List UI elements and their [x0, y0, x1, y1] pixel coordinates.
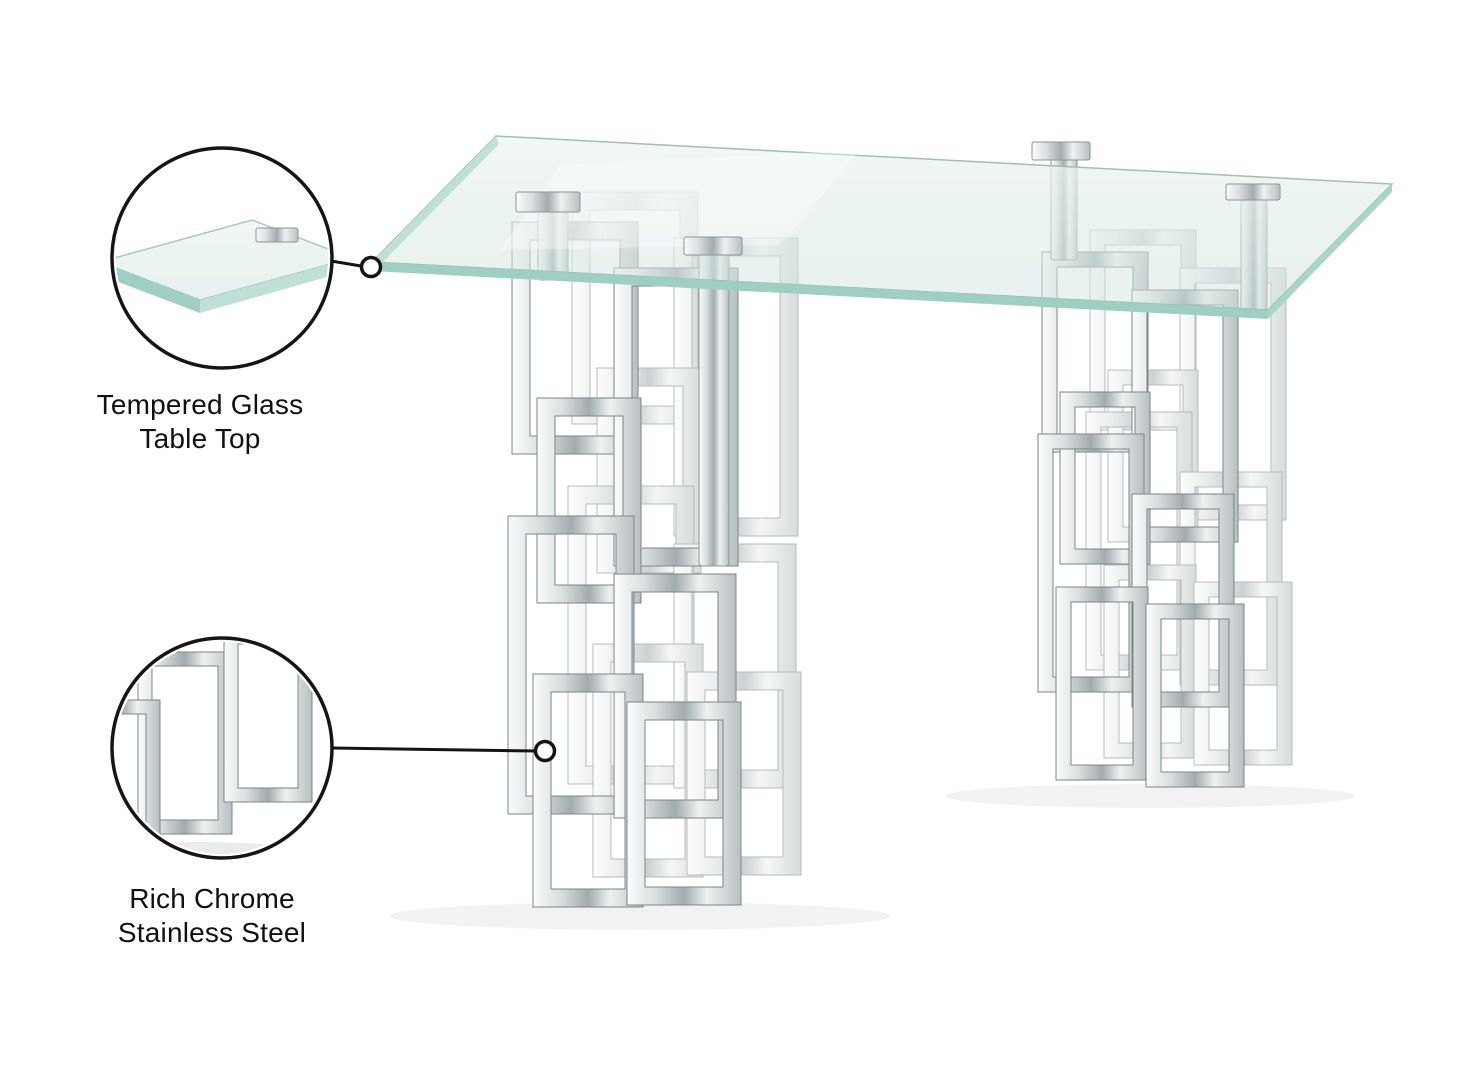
glass-detail-inset [110, 146, 383, 370]
chrome-leader-line [331, 746, 537, 753]
chrome-callout-label-line2: Stainless Steel [117, 917, 307, 948]
glass-callout-label: Tempered Glass Table Top [40, 388, 360, 456]
glass-callout-label-line2: Table Top [139, 423, 261, 454]
glass-table-top [370, 135, 1394, 319]
glass-inset-ring [110, 146, 334, 370]
inset-glass-front-edge [116, 262, 200, 313]
glass-callout-marker [359, 255, 383, 279]
chrome-cap [1225, 183, 1281, 201]
right-pedestal-shadow [945, 784, 1355, 808]
chrome-cap [515, 191, 581, 213]
chrome-detail-inset [110, 636, 557, 860]
chrome-callout-label-line1: Rich Chrome [129, 883, 295, 914]
chrome-callout-marker [533, 739, 557, 763]
glass-front-edge [372, 262, 1268, 319]
glass-left-edge [372, 136, 499, 270]
glass-inset-content [116, 219, 328, 313]
chrome-cap [683, 236, 743, 256]
left-pedestal [507, 191, 802, 908]
chrome-callout-label: Rich Chrome Stainless Steel [52, 882, 372, 950]
left-pedestal-shadow [390, 902, 890, 930]
chrome-post [698, 251, 730, 567]
chrome-frame-tube [1145, 603, 1245, 788]
inset-glass-side-edge [200, 258, 328, 313]
glass-right-edge [1268, 184, 1392, 319]
glass-sheen [500, 150, 860, 250]
floor-shadows [390, 784, 1355, 930]
chrome-frame-tube [626, 701, 742, 906]
chrome-cap [1031, 141, 1091, 161]
chrome-caps [515, 141, 1281, 256]
glass-callout-label-line1: Tempered Glass [96, 389, 304, 420]
inset-chrome-cap [255, 227, 299, 243]
glass-leader-line [330, 259, 362, 268]
